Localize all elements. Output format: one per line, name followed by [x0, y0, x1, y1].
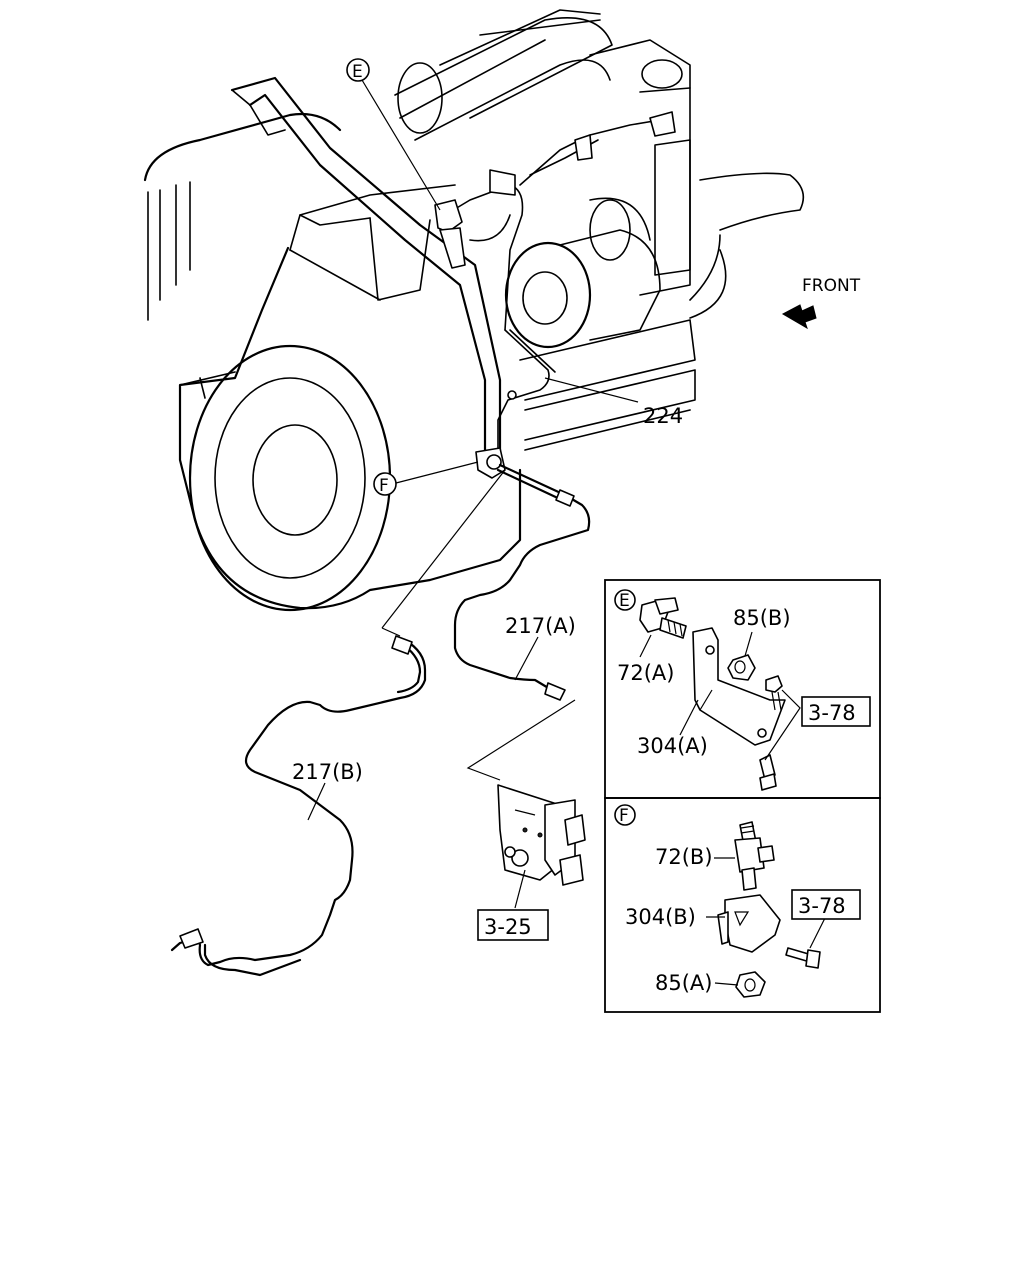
detail-f-ref-box[interactable] — [791, 889, 861, 920]
detail-e-marker-circle — [614, 589, 636, 611]
detail-e-panel: E 85(B) 72(A) 304(A) 3-78 — [604, 579, 881, 799]
brake-tubes — [170, 463, 591, 977]
detail-e-ref-label: 3-78 — [808, 701, 856, 725]
detail-f-part-304b: 304(B) — [625, 905, 696, 929]
detail-e-part-85b: 85(B) — [733, 606, 791, 630]
front-arrow-icon — [781, 304, 817, 330]
part-217b-label: 217(B) — [292, 760, 363, 784]
proportioning-valve — [466, 699, 586, 909]
part-224-label: 224 — [643, 404, 683, 428]
main-labels: E F FRONT 224 217(A) 217(B) 3-25 — [292, 58, 861, 941]
detail-f-ref-label: 3-78 — [798, 894, 846, 918]
detail-f-marker: F — [619, 806, 629, 826]
detail-e-marker: E — [619, 591, 630, 611]
ref-3-25-box[interactable] — [477, 909, 549, 941]
detail-e-ref-box[interactable] — [801, 696, 871, 727]
engine-illustration — [143, 9, 805, 612]
detail-f-part-72b: 72(B) — [655, 845, 713, 869]
callout-e-circle — [346, 58, 370, 82]
callout-f-letter: F — [379, 476, 389, 496]
detail-e-part-72a: 72(A) — [617, 661, 674, 685]
detail-f-marker-circle — [614, 804, 636, 826]
ref-3-25-label: 3-25 — [484, 915, 532, 939]
detail-f-panel: F 72(B) 304(B) 85(A) 3-78 — [604, 797, 881, 1013]
detail-e-part-304a: 304(A) — [637, 734, 708, 758]
callout-e-letter: E — [352, 62, 363, 82]
part-217a-label: 217(A) — [505, 614, 576, 638]
callout-f-circle — [373, 472, 397, 496]
front-label: FRONT — [802, 276, 861, 296]
detail-f-part-85a: 85(A) — [655, 971, 712, 995]
